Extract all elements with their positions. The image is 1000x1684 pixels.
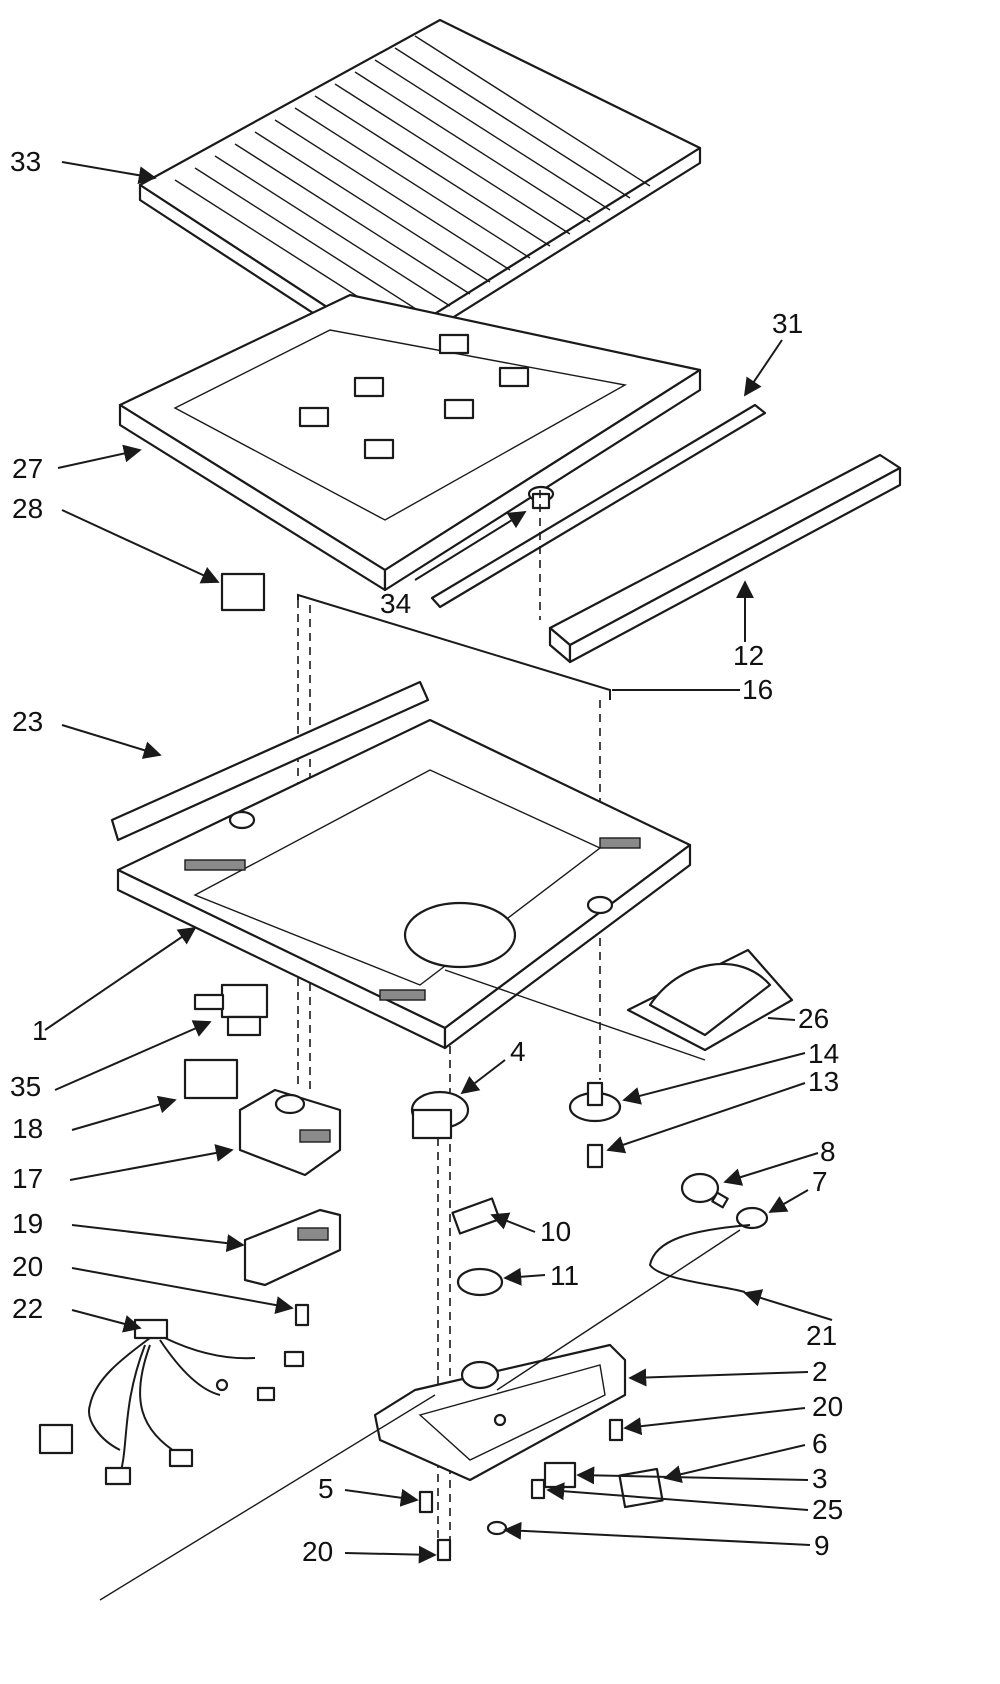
callout-27: 27 (12, 453, 44, 484)
assembly-guide-diagonal-1 (99, 1394, 436, 1601)
callout-28: 28 (12, 493, 44, 524)
callout-1: 1 (32, 1015, 48, 1046)
leader-lines (44, 161, 833, 1564)
part-20-screw-c (436, 1538, 452, 1562)
callout-18: 18 (12, 1113, 44, 1144)
callout-12: 12 (733, 640, 765, 671)
callout-31: 31 (772, 308, 804, 339)
callout-10: 10 (540, 1216, 572, 1247)
part-21-lamp-wire (648, 1224, 751, 1293)
callout-20-right: 20 (812, 1391, 844, 1422)
part-5-screw (418, 1490, 434, 1514)
part-1-housing (116, 718, 692, 1050)
callout-21: 21 (806, 1320, 838, 1351)
part-16-wire-rod (297, 593, 611, 700)
callout-19: 19 (12, 1208, 44, 1239)
callout-3: 3 (812, 1463, 828, 1494)
callout-6: 6 (812, 1428, 828, 1459)
callout-2: 2 (812, 1356, 828, 1387)
assembly-guide-diagonal-3 (444, 969, 706, 1061)
part-13-screw (586, 1143, 604, 1169)
callout-8: 8 (820, 1136, 836, 1167)
part-31-rod (430, 403, 767, 609)
callout-9: 9 (814, 1530, 830, 1561)
callout-26: 26 (798, 1003, 830, 1034)
part-4-bracket (410, 1090, 470, 1140)
callout-16: 16 (742, 674, 774, 705)
assembly-guide-diagonal-2 (496, 1229, 741, 1391)
callout-4: 4 (510, 1036, 526, 1067)
callout-35: 35 (10, 1071, 42, 1102)
part-2-base-pan (373, 1343, 627, 1482)
part-9-washer (486, 1520, 508, 1536)
part-25-screw (530, 1478, 546, 1500)
part-33-grille-panel (138, 18, 702, 362)
callout-20-bottom: 20 (302, 1536, 334, 1567)
part-26-shield (626, 948, 794, 1052)
callout-5: 5 (318, 1473, 334, 1504)
part-28-block (220, 572, 266, 612)
part-20-screw-a (294, 1303, 310, 1327)
part-18-dial-plate (183, 1058, 239, 1100)
callout-20-upper: 20 (12, 1251, 44, 1282)
part-20-screw-b (608, 1418, 624, 1442)
part-6-connector (618, 1467, 664, 1509)
part-12-channel-rail (548, 453, 902, 664)
callout-13: 13 (808, 1066, 840, 1097)
part-27-liner-tray (118, 293, 702, 592)
part-14-damper (568, 1081, 622, 1123)
part-17-control-housing (238, 1088, 342, 1177)
callout-33: 33 (10, 146, 42, 177)
callout-7: 7 (812, 1166, 828, 1197)
part-34-grommet (527, 485, 555, 510)
callout-14: 14 (808, 1038, 840, 1069)
part-19-control-bracket (243, 1208, 342, 1287)
part-23-side-strip (110, 680, 430, 842)
part-8-bulb (680, 1172, 729, 1209)
callout-22: 22 (12, 1293, 44, 1324)
part-11-wheel (456, 1267, 504, 1297)
callout-23: 23 (12, 706, 44, 737)
part-10-switch (451, 1197, 501, 1235)
part-3-terminal-block (543, 1461, 577, 1489)
callout-25: 25 (812, 1494, 844, 1525)
part-7-socket (735, 1206, 769, 1230)
callout-11: 11 (550, 1260, 580, 1291)
callout-34: 34 (380, 588, 412, 619)
callout-17: 17 (12, 1163, 44, 1194)
part-35-knob (193, 983, 269, 1037)
part-22-wire-harness (38, 1318, 305, 1486)
